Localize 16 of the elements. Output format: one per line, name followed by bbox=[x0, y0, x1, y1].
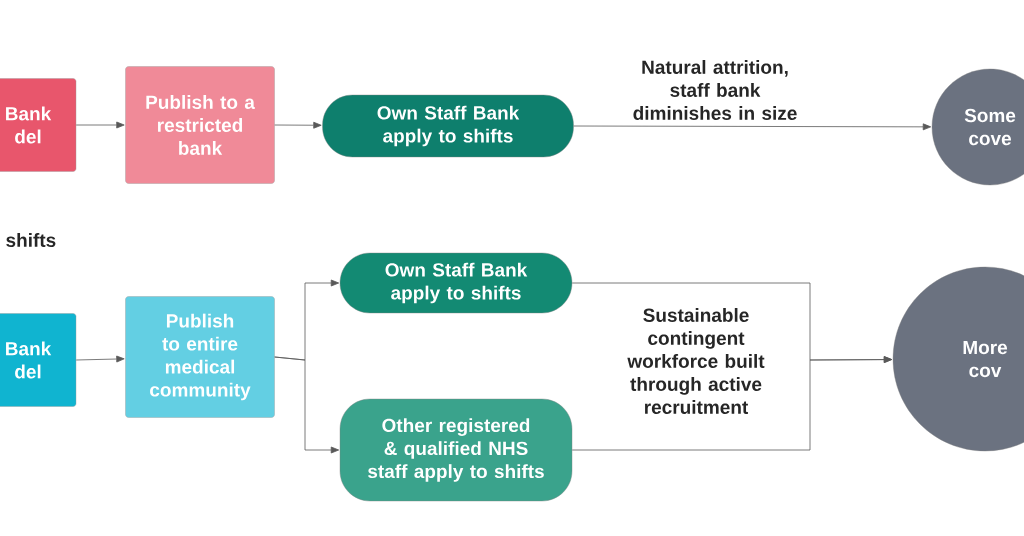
edge-label: Natural attrition, staff bank diminishes in size bbox=[611, 56, 819, 124]
arrow bbox=[571, 356, 893, 451]
arrow bbox=[274, 121, 322, 129]
arrow bbox=[75, 355, 125, 363]
arrow bbox=[573, 123, 932, 131]
process-box: Bank del bbox=[0, 313, 77, 407]
arrow bbox=[274, 356, 340, 454]
rounded-box: Own Staff Bank apply to shifts bbox=[322, 94, 574, 158]
arrow bbox=[75, 121, 125, 129]
process-box: Bank del bbox=[0, 78, 77, 172]
process-box: Publish to a restricted bank bbox=[125, 66, 275, 184]
rounded-box: Other registered & qualified NHS staff apply to shifts bbox=[339, 398, 573, 502]
process-box: Publish to entire medical community bbox=[125, 296, 275, 418]
rounded-box: Own Staff Bank apply to shifts bbox=[339, 252, 573, 314]
note-text: shifts bbox=[6, 233, 56, 247]
note-text: Sustainable contingent workforce built through active recruitment bbox=[627, 308, 765, 414]
